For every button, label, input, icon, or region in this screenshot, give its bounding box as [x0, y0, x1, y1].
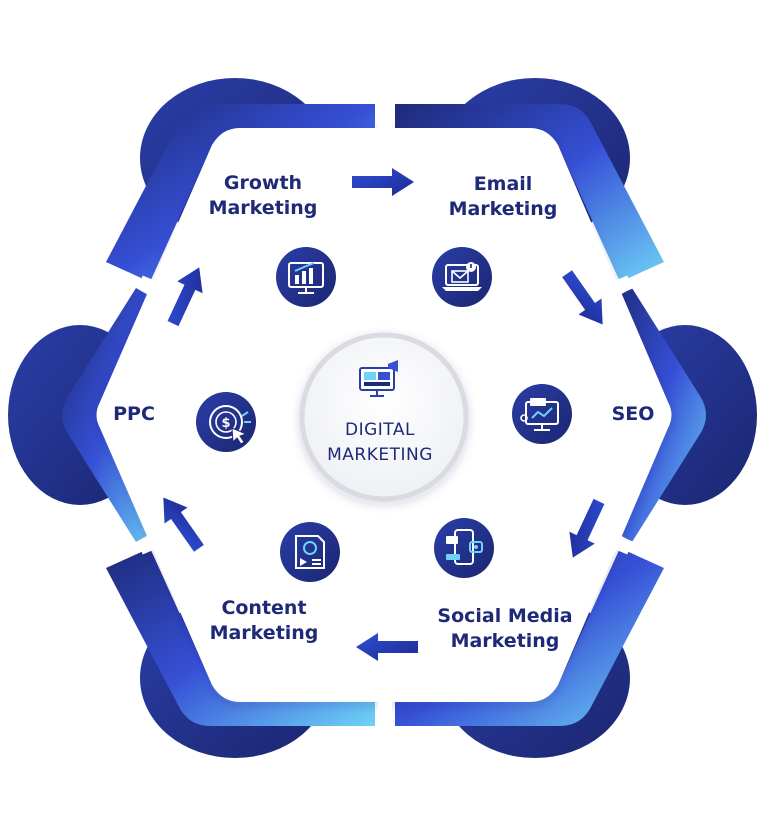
separator-lower-left: [137, 473, 303, 555]
seo-monitor-icon: [512, 384, 572, 444]
segment-social-border: [395, 548, 664, 726]
segment-separators: [137, 96, 633, 734]
flow-arrows: [163, 168, 605, 661]
segment-content-border: [106, 548, 375, 726]
content-video-icon: [280, 522, 340, 582]
email-laptop-icon: [432, 247, 492, 307]
digital-marketing-icon: [359, 360, 398, 397]
segment-email-border: [395, 104, 664, 282]
arrow-growth-to-email: [352, 168, 414, 196]
ppc-dollar-icon: $: [196, 392, 256, 452]
arrow-ppc-to-growth: [167, 267, 203, 327]
label-ppc: PPC: [113, 403, 155, 425]
label-growth-marketing: Growth Marketing: [208, 172, 318, 219]
label-seo: SEO: [611, 403, 655, 425]
arrow-social-to-content: [356, 633, 418, 661]
arrow-email-to-seo: [562, 270, 603, 325]
separator-lower-right: [467, 473, 633, 555]
label-social-media-marketing: Social Media Marketing: [437, 605, 573, 652]
center-label: DIGITAL MARKETING: [327, 420, 433, 465]
center-circle: [299, 332, 469, 502]
social-phone-icon: [434, 518, 494, 578]
label-email-marketing: Email Marketing: [448, 173, 558, 220]
separator-upper-right: [467, 275, 633, 357]
label-content-marketing: Content Marketing: [209, 597, 319, 644]
arrow-content-to-ppc: [163, 497, 204, 552]
svg-text:$: $: [221, 416, 230, 431]
growth-chart-icon: [276, 247, 336, 307]
separator-upper-left: [137, 275, 303, 357]
segment-growth-border: [106, 104, 375, 282]
arrow-seo-to-social: [569, 498, 605, 558]
icon-discs: $: [196, 247, 572, 582]
